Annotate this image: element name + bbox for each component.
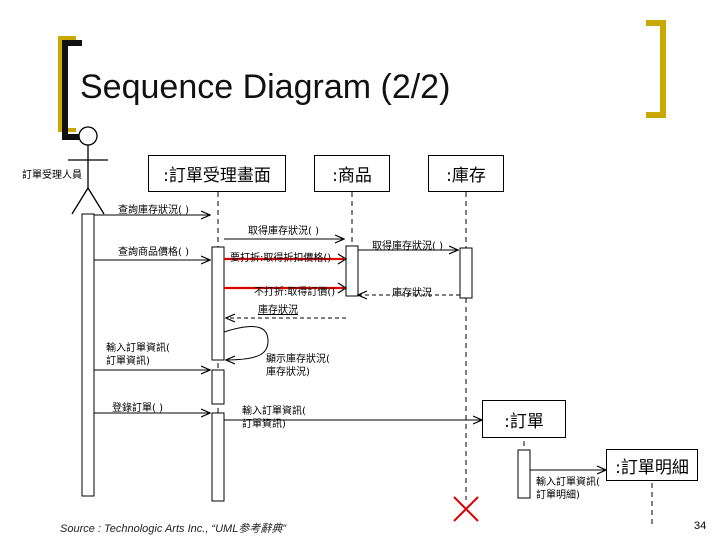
activation-actor [81,213,95,497]
page-number: 34 [694,520,707,532]
participant-product: :商品 [314,155,390,192]
msg-input-order-detail-line2: 訂單明細) [536,490,580,501]
participant-order: :訂單 [482,400,566,438]
activation-ui-3 [211,412,225,502]
actor-label: 訂單受理人員 [22,170,82,181]
activation-order-detail [517,449,531,499]
activation-inventory [459,247,473,299]
participant-inventory: :庫存 [428,155,504,192]
destroy-mark-icon [453,496,479,522]
msg-input-order-detail: 輸入訂單資訊( 訂單明細) [536,476,600,502]
msg-input-order-info-2-line1: 輸入訂單資訊( [242,406,306,417]
title-bracket-right [646,20,666,118]
msg-list-price: 不打折:取得訂價() [254,287,336,298]
msg-input-order-detail-line1: 輸入訂單資訊( [536,477,600,488]
msg-get-inventory-ui: 取得庫存狀況( ) [248,226,319,237]
msg-register-order: 登錄訂單( ) [112,403,163,414]
msg-inventory-status-2: 庫存狀況 [258,305,298,316]
msg-input-order-info-2: 輸入訂單資訊( 訂單資訊) [242,405,306,431]
msg-get-inventory-product: 取得庫存狀況( ) [372,241,443,252]
activation-ui-2 [211,369,225,405]
arrow-self-show-inventory [223,326,269,360]
participant-order-detail: :訂單明細 [606,449,698,481]
msg-inventory-status-1: 庫存狀況 [392,288,432,299]
msg-show-inventory-line1: 顯示庫存狀況( [266,354,330,365]
msg-query-inventory: 查詢庫存狀況( ) [118,205,189,216]
activation-product [345,245,359,297]
title-bracket-left [62,40,82,140]
msg-input-order-info-1-line2: 訂單資訊) [106,356,150,367]
msg-discount-price: 要打折:取得折扣價格() [230,253,332,264]
source-citation: Source : Technologic Arts Inc., “UML参考辭典… [60,523,286,535]
actor-stick-figure [68,126,108,215]
participant-ui: :訂單受理畫面 [148,155,286,192]
activation-ui-1 [211,246,225,361]
msg-input-order-info-1: 輸入訂單資訊( 訂單資訊) [106,342,170,368]
msg-query-price: 查詢商品價格( ) [118,247,189,258]
slide-title: Sequence Diagram (2/2) [80,68,451,106]
msg-show-inventory-line2: 庫存狀況) [266,367,310,378]
msg-input-order-info-1-line1: 輸入訂單資訊( [106,343,170,354]
msg-input-order-info-2-line2: 訂單資訊) [242,419,286,430]
msg-show-inventory: 顯示庫存狀況( 庫存狀況) [266,353,330,379]
